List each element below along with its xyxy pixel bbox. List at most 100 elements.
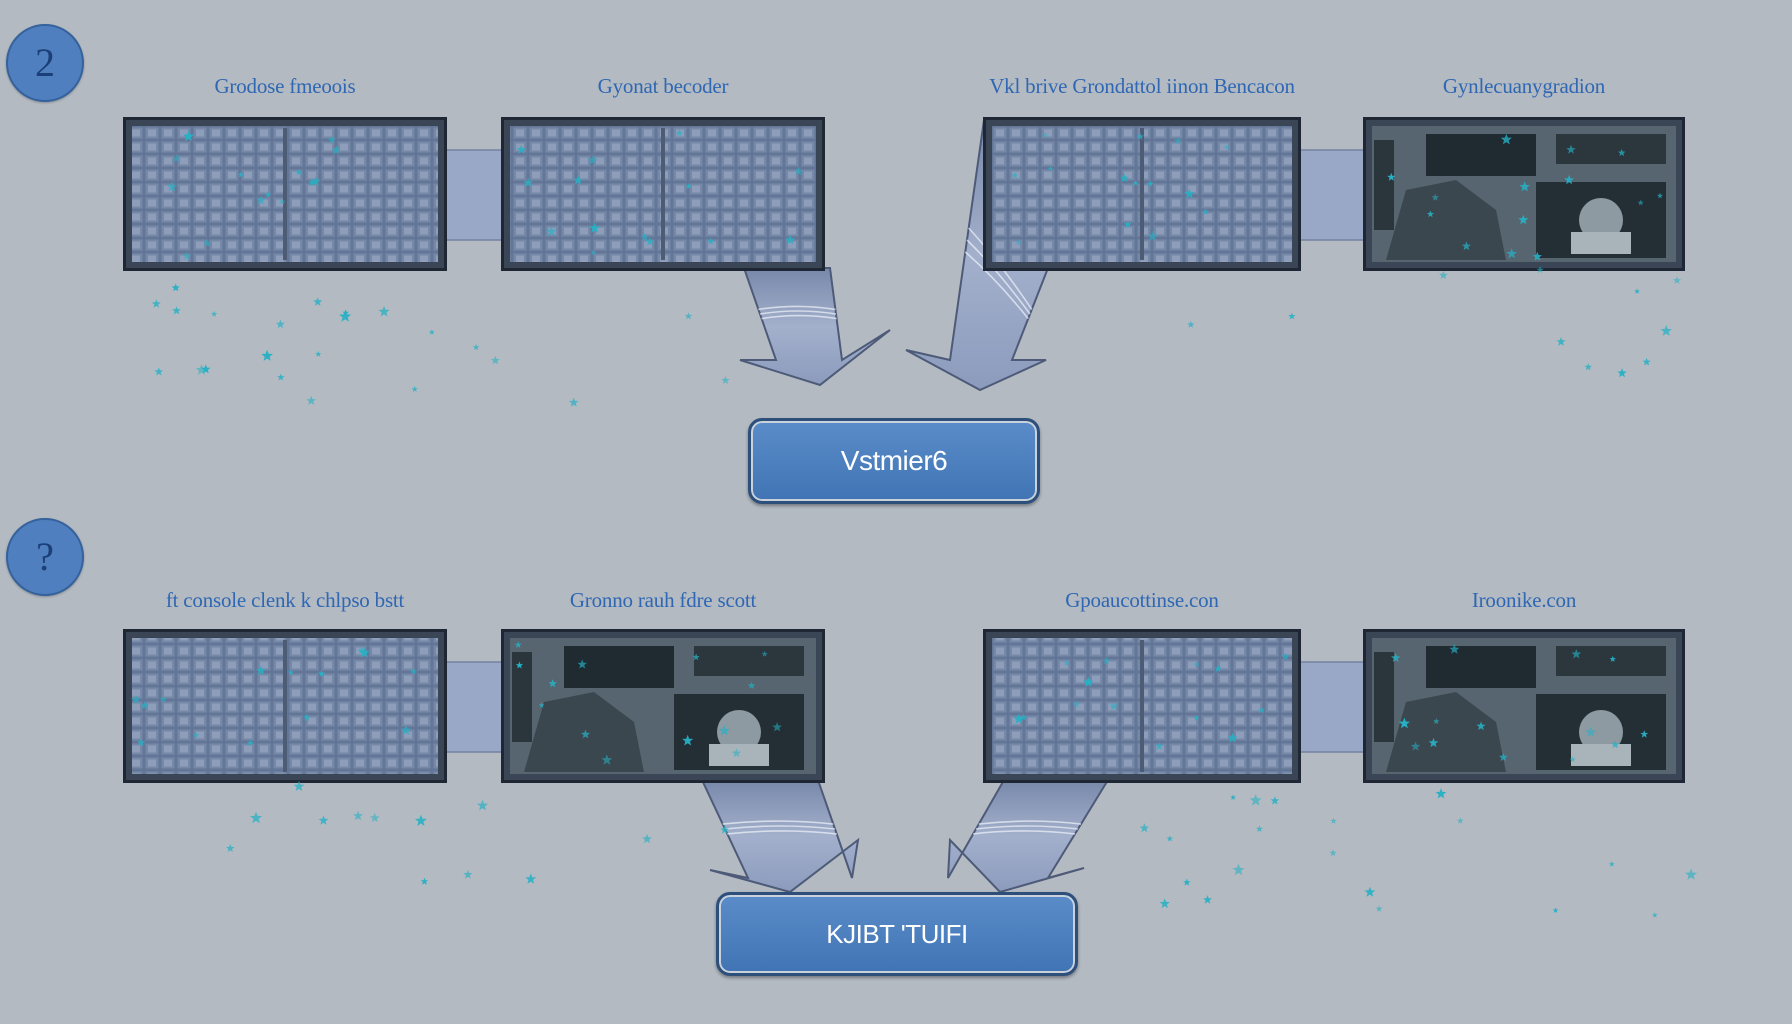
star-sparkle-icon bbox=[1685, 868, 1697, 880]
star-sparkle-icon bbox=[720, 825, 729, 834]
star-sparkle-icon bbox=[472, 344, 480, 351]
star-sparkle-icon bbox=[1183, 188, 1195, 199]
star-sparkle-icon bbox=[1611, 740, 1620, 749]
star-sparkle-icon bbox=[1232, 863, 1245, 876]
star-sparkle-icon bbox=[1426, 210, 1434, 218]
star-sparkle-icon bbox=[166, 181, 178, 192]
star-sparkle-icon bbox=[226, 844, 235, 852]
star-sparkle-icon bbox=[151, 299, 161, 308]
panel-connector bbox=[443, 149, 505, 241]
star-sparkle-icon bbox=[747, 681, 756, 689]
star-sparkle-icon bbox=[1013, 713, 1025, 724]
panel-connector bbox=[1297, 661, 1367, 753]
star-sparkle-icon bbox=[1132, 180, 1139, 186]
star-sparkle-icon bbox=[548, 679, 557, 688]
star-sparkle-icon bbox=[279, 198, 286, 205]
star-sparkle-icon bbox=[1258, 706, 1266, 713]
star-sparkle-icon bbox=[1375, 905, 1383, 912]
panel-label: Grodose fmeoois bbox=[214, 74, 356, 98]
star-sparkle-icon bbox=[590, 249, 597, 255]
star-sparkle-icon bbox=[1214, 664, 1222, 672]
star-sparkle-icon bbox=[1552, 907, 1559, 913]
star-sparkle-icon bbox=[640, 233, 649, 241]
star-sparkle-icon bbox=[1174, 136, 1183, 145]
star-sparkle-icon bbox=[171, 283, 180, 292]
star-sparkle-icon bbox=[140, 701, 149, 710]
star-sparkle-icon bbox=[761, 650, 768, 657]
star-sparkle-icon bbox=[1571, 649, 1582, 659]
star-sparkle-icon bbox=[172, 154, 181, 163]
star-sparkle-icon bbox=[255, 665, 267, 676]
star-sparkle-icon bbox=[1136, 132, 1144, 140]
star-sparkle-icon bbox=[1456, 817, 1464, 824]
star-sparkle-icon bbox=[1270, 796, 1280, 805]
star-sparkle-icon bbox=[1556, 337, 1566, 346]
star-sparkle-icon bbox=[1230, 794, 1236, 800]
star-sparkle-icon bbox=[310, 176, 321, 186]
star-sparkle-icon bbox=[318, 815, 329, 825]
star-sparkle-icon bbox=[1223, 144, 1231, 151]
star-sparkle-icon bbox=[256, 195, 266, 205]
star-sparkle-icon bbox=[523, 177, 533, 187]
star-sparkle-icon bbox=[428, 329, 435, 335]
star-sparkle-icon bbox=[1166, 835, 1173, 842]
star-sparkle-icon bbox=[400, 724, 412, 735]
star-sparkle-icon bbox=[1193, 715, 1200, 721]
star-sparkle-icon bbox=[1433, 718, 1440, 725]
star-sparkle-icon bbox=[1498, 752, 1508, 762]
star-sparkle-icon bbox=[339, 310, 352, 322]
star-sparkle-icon bbox=[573, 175, 583, 185]
grid-panel bbox=[983, 629, 1301, 783]
star-sparkle-icon bbox=[265, 191, 272, 198]
star-sparkle-icon bbox=[302, 713, 311, 721]
star-sparkle-icon bbox=[357, 646, 366, 654]
star-sparkle-icon bbox=[490, 355, 500, 365]
panel-label: Gyonat becoder bbox=[597, 74, 729, 98]
photo-panel bbox=[1363, 117, 1685, 271]
star-sparkle-icon bbox=[378, 305, 390, 317]
grid-panel bbox=[123, 117, 447, 271]
star-sparkle-icon bbox=[1640, 730, 1649, 738]
star-sparkle-icon bbox=[1564, 174, 1575, 185]
star-sparkle-icon bbox=[172, 306, 181, 315]
star-sparkle-icon bbox=[516, 144, 527, 154]
panel-connector bbox=[1297, 149, 1367, 241]
star-sparkle-icon bbox=[1435, 788, 1447, 799]
star-sparkle-icon bbox=[718, 724, 730, 736]
star-sparkle-icon bbox=[794, 167, 803, 176]
star-sparkle-icon bbox=[1634, 288, 1640, 294]
star-sparkle-icon bbox=[1011, 171, 1019, 179]
star-sparkle-icon bbox=[250, 811, 263, 824]
star-sparkle-icon bbox=[159, 695, 168, 703]
star-sparkle-icon bbox=[1566, 144, 1576, 154]
star-sparkle-icon bbox=[183, 130, 194, 142]
star-sparkle-icon bbox=[1449, 644, 1460, 654]
down-arrow-icon bbox=[947, 779, 1110, 894]
grid-panel bbox=[123, 629, 447, 783]
star-sparkle-icon bbox=[295, 168, 303, 176]
panel-label: Gpoaucottinse.con bbox=[1065, 588, 1219, 612]
star-sparkle-icon bbox=[1637, 199, 1644, 206]
star-sparkle-icon bbox=[514, 641, 522, 648]
star-sparkle-icon bbox=[1461, 241, 1471, 251]
result-box: Vstmier6 bbox=[748, 418, 1040, 504]
grid-panel bbox=[501, 117, 825, 271]
star-sparkle-icon bbox=[1387, 172, 1396, 181]
star-sparkle-icon bbox=[1083, 676, 1094, 687]
panel-label: Gronno rauh fdre scott bbox=[569, 588, 757, 612]
photo-panel bbox=[1363, 629, 1685, 783]
star-sparkle-icon bbox=[313, 297, 323, 306]
star-sparkle-icon bbox=[1120, 173, 1129, 182]
star-sparkle-icon bbox=[707, 237, 715, 245]
star-sparkle-icon bbox=[1431, 193, 1439, 201]
star-sparkle-icon bbox=[358, 646, 370, 658]
grid-panel bbox=[983, 117, 1301, 271]
step-badge: ? bbox=[6, 518, 84, 596]
star-sparkle-icon bbox=[293, 780, 305, 792]
star-sparkle-icon bbox=[684, 312, 693, 320]
star-sparkle-icon bbox=[682, 734, 694, 746]
star-sparkle-icon bbox=[154, 367, 164, 376]
star-sparkle-icon bbox=[331, 145, 341, 154]
star-sparkle-icon bbox=[327, 135, 337, 144]
star-sparkle-icon bbox=[261, 349, 273, 361]
